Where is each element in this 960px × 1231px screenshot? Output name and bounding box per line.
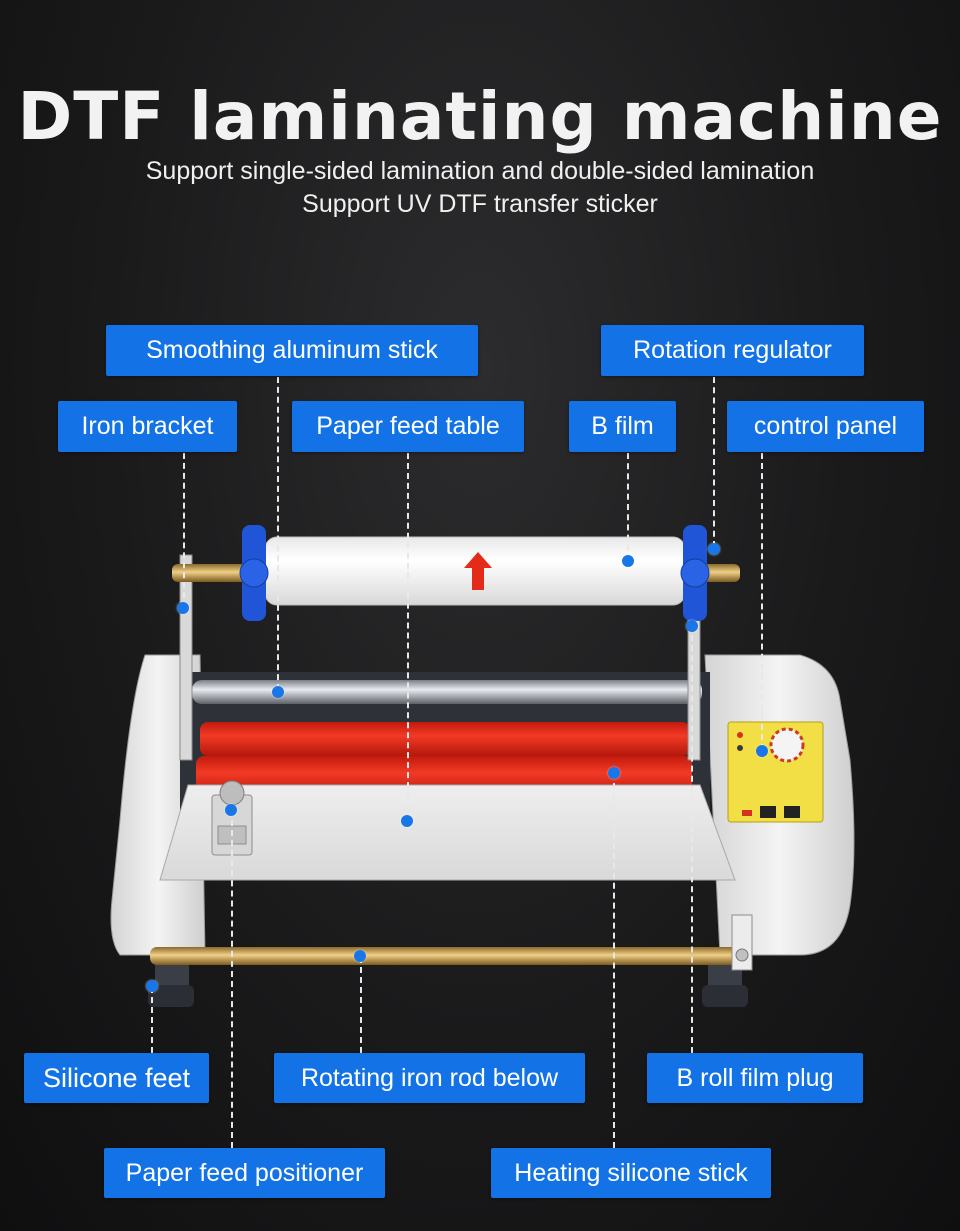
leader-rotating-iron-rod xyxy=(360,957,362,1053)
leader-b-film xyxy=(627,453,629,561)
label-paper-feed-positioner: Paper feed positioner xyxy=(104,1148,385,1198)
dot-b-film xyxy=(622,555,634,567)
label-paper-feed-table: Paper feed table xyxy=(292,401,524,452)
subtitle-line-1: Support single-sided lamination and doub… xyxy=(145,157,815,185)
leader-b-roll-film-plug xyxy=(691,625,693,1053)
leader-paper-feed-positioner xyxy=(231,810,233,1148)
label-smoothing-aluminum-stick: Smoothing aluminum stick xyxy=(106,325,478,376)
leader-paper-feed-table xyxy=(407,453,409,818)
label-b-film: B film xyxy=(569,401,676,452)
leader-control-panel xyxy=(761,453,763,750)
label-silicone-feet: Silicone feet xyxy=(24,1053,209,1103)
dot-smoothing-aluminum-stick xyxy=(272,686,284,698)
label-rotating-iron-rod-below: Rotating iron rod below xyxy=(274,1053,585,1103)
label-heating-silicone-stick: Heating silicone stick xyxy=(491,1148,771,1198)
leader-heating-silicone-stick xyxy=(613,773,615,1148)
label-b-roll-film-plug: B roll film plug xyxy=(647,1053,863,1103)
dot-b-roll-film-plug xyxy=(686,620,698,632)
dot-iron-bracket xyxy=(177,602,189,614)
dot-paper-feed-table xyxy=(401,815,413,827)
leader-rotation-regulator xyxy=(713,377,715,547)
dot-silicone-feet xyxy=(146,980,158,992)
page-title: DTF laminating machine xyxy=(17,78,943,155)
leader-silicone-feet xyxy=(151,987,153,1053)
leader-smoothing-aluminum-stick xyxy=(277,377,279,690)
subtitle-line-2: Support UV DTF transfer sticker xyxy=(302,190,658,218)
dot-rotation-regulator xyxy=(708,543,720,555)
dot-paper-feed-positioner xyxy=(225,804,237,816)
leader-iron-bracket xyxy=(183,453,185,608)
label-iron-bracket: Iron bracket xyxy=(58,401,237,452)
label-control-panel: control panel xyxy=(727,401,924,452)
label-rotation-regulator: Rotation regulator xyxy=(601,325,864,376)
dot-rotating-iron-rod xyxy=(354,950,366,962)
dot-control-panel xyxy=(756,745,768,757)
dot-heating-silicone-stick xyxy=(608,767,620,779)
